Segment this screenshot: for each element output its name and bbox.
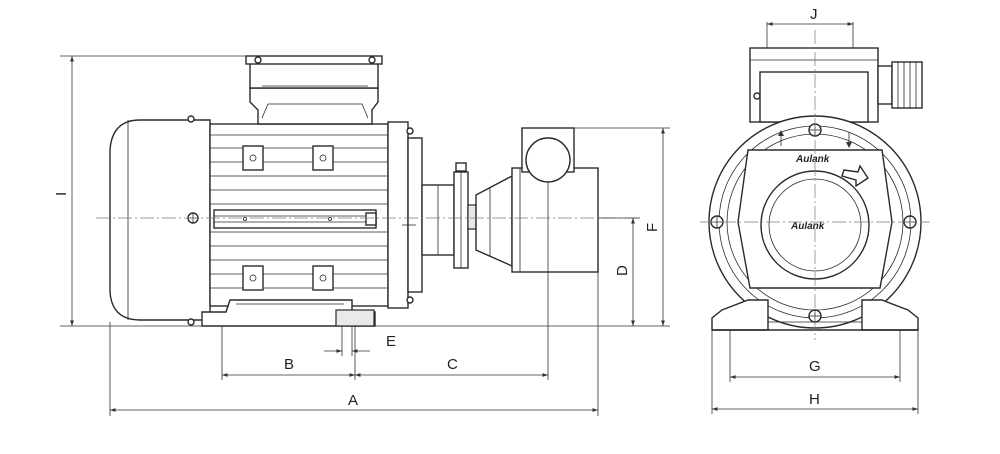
side-view [96,55,640,327]
lug [242,265,264,291]
shaft-seal [467,204,477,230]
dim-label-f: F [644,223,661,232]
brand-label-top: Aulank [795,154,830,165]
dim-label-j: J [810,6,818,23]
dim-label-c: C [447,356,458,373]
dimension-lines [60,22,919,416]
motor-flange [387,121,409,309]
terminal-box-front [749,47,923,123]
front-foot-left [711,299,769,331]
dim-label-b: B [284,356,294,373]
front-view: Aulank Aulank [700,30,930,340]
dim-label-e: E [386,333,396,350]
dim-label-i: I [53,192,70,196]
terminal-box [245,55,383,125]
lug [312,265,334,291]
cooling-fins [210,134,388,289]
brand-label-center: Aulank [790,221,825,232]
dim-label-a: A [348,392,358,409]
cable-gland [877,61,923,109]
dim-label-d: D [614,265,631,276]
rotation-arrow-icon [841,164,869,188]
front-foot-right [861,299,919,331]
lug [312,145,334,171]
dim-label-h: H [809,391,820,408]
name-plate [213,209,377,229]
dimension-labels: A B C E I D F J G H [53,6,821,409]
lug [242,145,264,171]
pump-housing [475,174,513,268]
dim-label-g: G [809,358,821,375]
